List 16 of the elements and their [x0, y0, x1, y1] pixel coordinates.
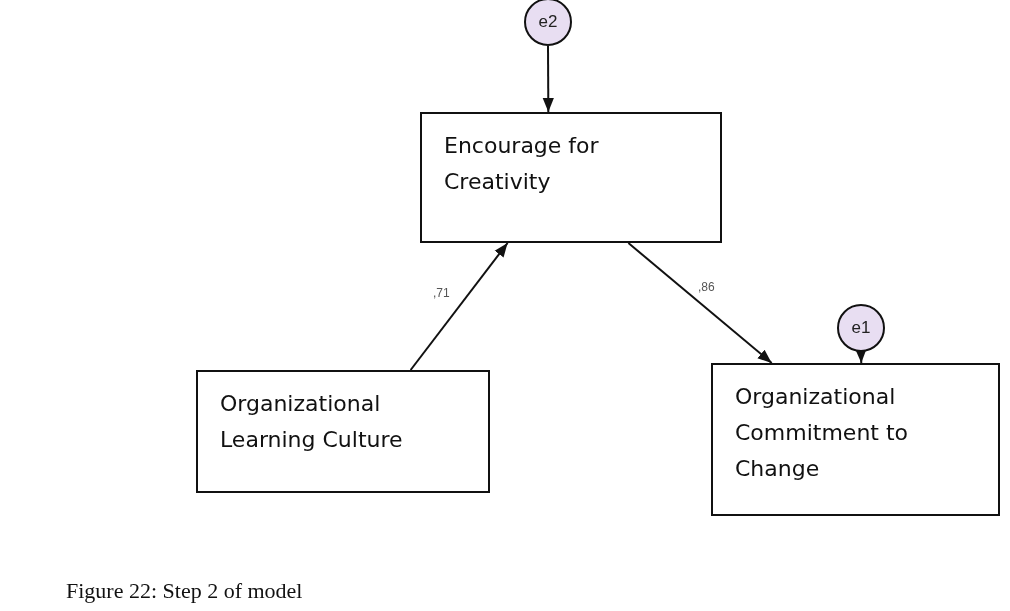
arrow	[542, 45, 554, 113]
variable-box	[711, 363, 1000, 516]
variable-box	[196, 370, 490, 493]
error-term-circle	[837, 304, 885, 352]
variable-box	[420, 112, 722, 243]
variable-label: Organizational Learning Culture	[220, 390, 404, 454]
figure-caption: Figure 22: Step 2 of model	[66, 578, 303, 604]
variable-label: Encourage for Creativity	[444, 132, 600, 196]
error-term-circle	[524, 0, 572, 46]
variable-label: Organizational Commitment to Change	[735, 383, 910, 483]
error-label: e2	[538, 12, 558, 32]
arrow	[409, 242, 509, 371]
path-coefficient: ,71	[432, 286, 451, 300]
error-label: e1	[851, 318, 871, 338]
arrow	[627, 242, 773, 364]
path-coefficient: ,86	[697, 280, 716, 294]
